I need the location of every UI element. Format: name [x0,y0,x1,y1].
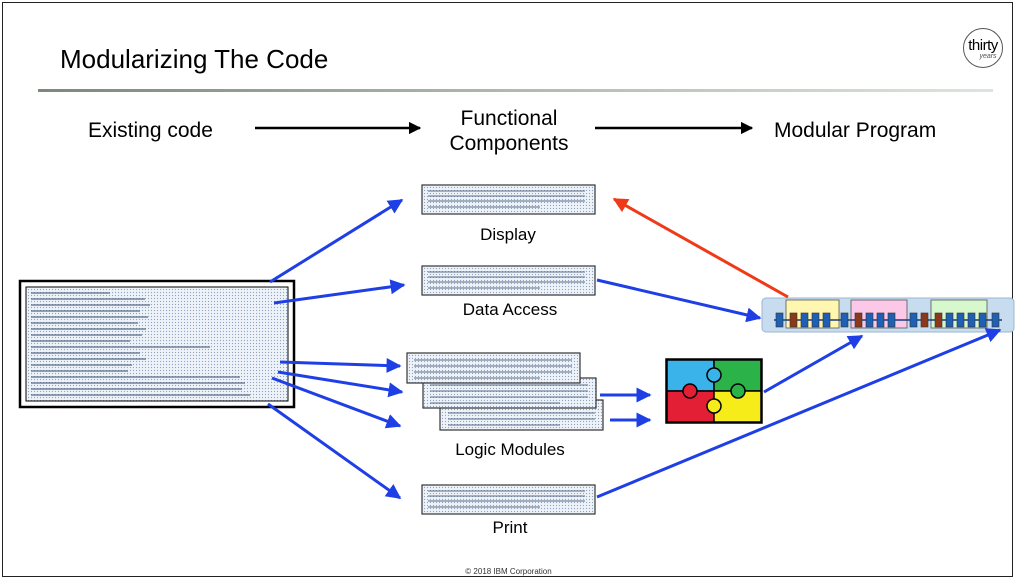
arrow-to-data-access [273,279,406,305]
stage-modular-program: Modular Program [774,119,937,142]
data-access-code-block [421,265,596,296]
arrow-data-access-to-program [596,278,762,323]
label-logic-modules: Logic Modules [455,440,565,459]
copyright: © 2018 IBM Corporation [465,567,552,576]
existing-code-block [18,279,296,409]
puzzle-pieces-icon [665,358,763,424]
stage-functional-components: Functional Components [434,106,584,156]
label-print: Print [492,518,528,537]
modular-program-bar [761,297,1015,333]
label-data-access: Data Access [462,300,558,319]
display-code-block [421,184,596,215]
stage-functional-line1: Functional [460,107,558,130]
arrow-to-logic-2 [277,370,404,398]
print-code-block [421,484,596,515]
logo-subtext: years [979,53,997,60]
label-display: Display [480,225,536,244]
title-underline [38,89,993,92]
stage-existing-code: Existing code [88,119,213,142]
arrow-print-to-program [596,328,1002,499]
logic-code-block-1 [406,352,581,384]
logo-text: thirty [968,37,998,54]
slide-title: Modularizing The Code [60,44,329,74]
thirty-years-logo: thirty years [963,28,1003,68]
stage-functional-line2: Components [449,132,569,155]
arrow-to-print [267,402,402,500]
arrow-program-to-display [612,197,789,299]
arrow-to-logic-3 [271,376,402,429]
arrow-puzzle-to-program [763,334,864,394]
arrow-to-display [269,198,404,284]
arrow-to-logic-1 [279,358,402,374]
